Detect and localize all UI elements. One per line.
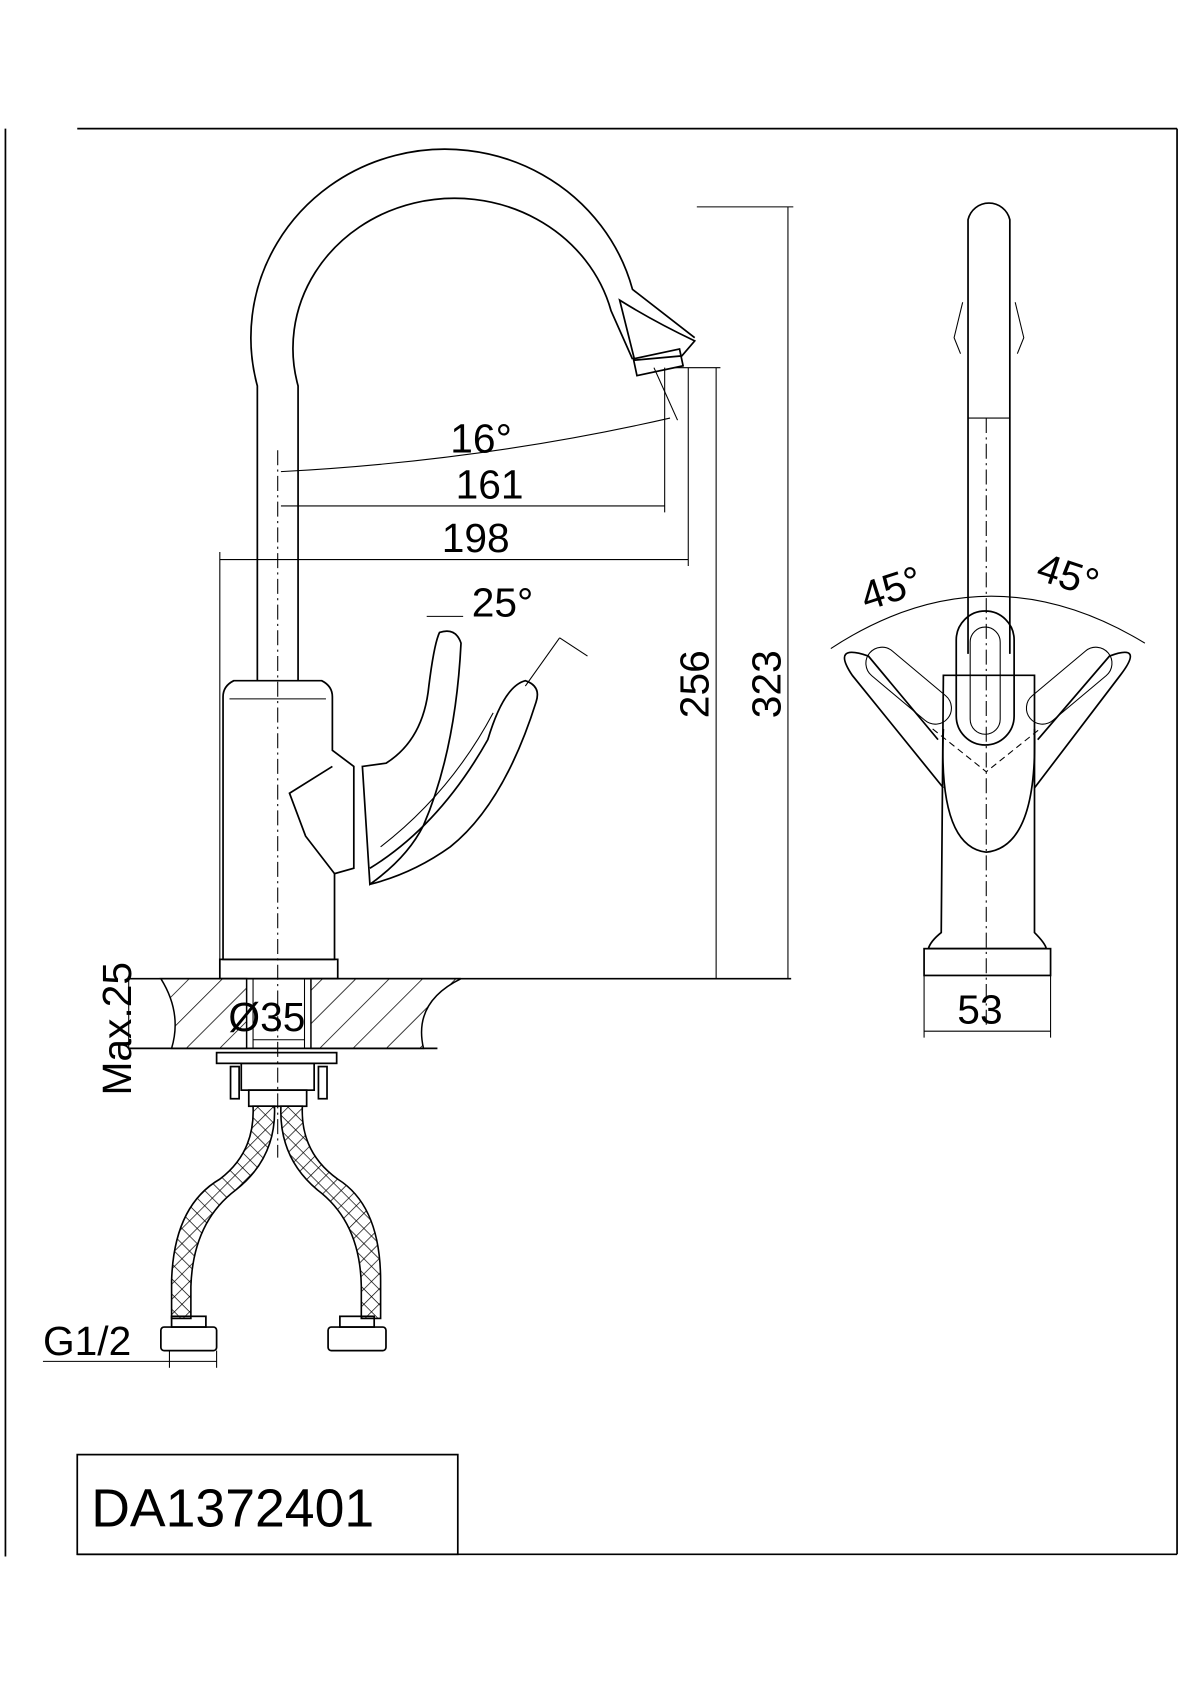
hose-nut-right	[327, 1315, 387, 1352]
title-block: DA1372401	[76, 1453, 459, 1556]
drawing-frame	[4, 127, 1178, 1557]
hose-nut-left	[160, 1315, 218, 1352]
dim-hole-diameter: Ø35	[228, 994, 305, 1040]
front-spout	[953, 202, 1025, 654]
mounting-hardware	[215, 1051, 338, 1108]
dim-base-width: 53	[957, 987, 1002, 1033]
dim-spout-reach: 161	[456, 461, 524, 507]
dim-overall-reach: 198	[442, 515, 510, 561]
dim-spout-angle: 16°	[450, 415, 512, 461]
faucet-body	[218, 630, 539, 980]
spout	[250, 148, 697, 681]
front-view: 45° 45° 53	[830, 202, 1146, 1038]
dim-left-rotation: 45°	[855, 557, 928, 620]
dim-lever-angle: 25°	[472, 579, 534, 625]
dimensions-side: 323 256 198 161 16° 25° Max.25 Ø35 G1/2	[43, 206, 794, 1368]
supply-hoses	[160, 1105, 387, 1352]
dim-spout-height: 256	[672, 650, 718, 718]
countertop-section	[128, 977, 792, 1050]
model-number: DA1372401	[91, 1478, 374, 1538]
dim-connection-thread: G1/2	[43, 1318, 131, 1364]
side-view: 323 256 198 161 16° 25° Max.25 Ø35 G1/2	[43, 148, 794, 1368]
front-body	[843, 610, 1132, 977]
dimensions-front: 45° 45° 53	[830, 544, 1146, 1038]
dim-max-counter: Max.25	[94, 962, 140, 1096]
dim-overall-height: 323	[743, 650, 789, 718]
dim-right-rotation: 45°	[1032, 544, 1105, 607]
